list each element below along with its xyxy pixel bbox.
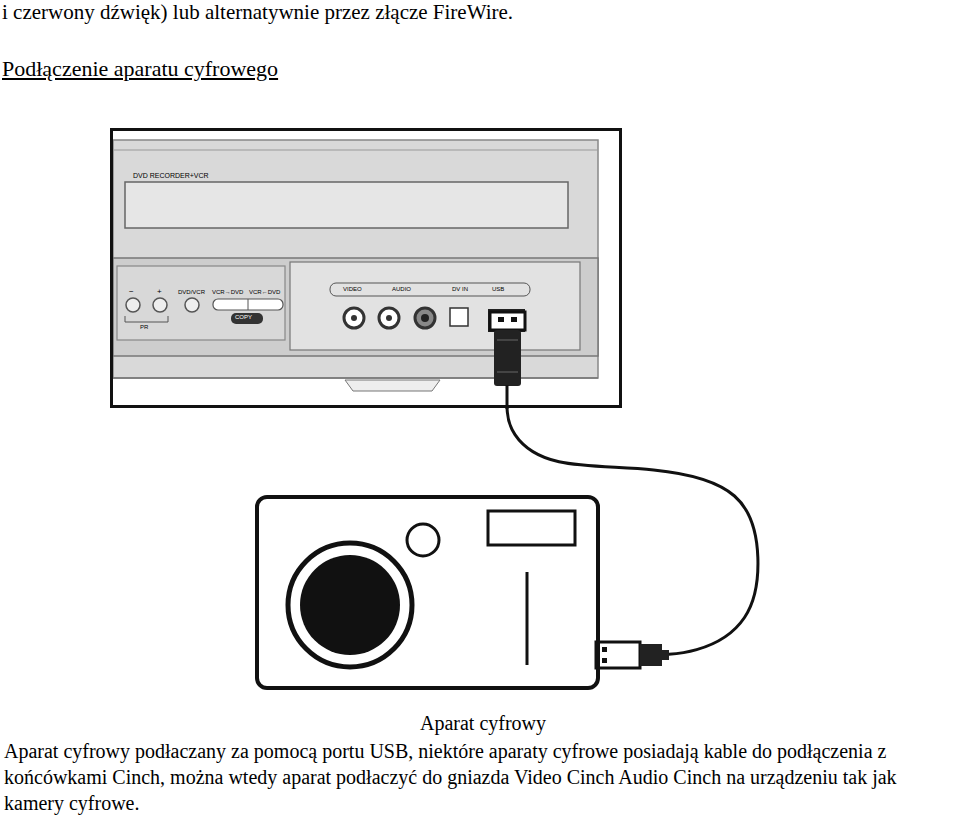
device-label: DVD RECORDER+VCR (133, 172, 209, 179)
button-label: + (157, 287, 162, 296)
button-label: COPY (235, 314, 252, 321)
camera-caption: Aparat cyfrowy (420, 712, 546, 735)
jack-label: DV IN (452, 286, 468, 293)
section-heading: Podłączenie aparatu cyfrowego (2, 56, 278, 82)
body-text: Aparat cyfrowy podłaczany za pomocą port… (4, 738, 956, 816)
button-label: − (129, 287, 134, 296)
button-label: VCR←DVD (249, 289, 280, 296)
button-label: PR (140, 324, 148, 331)
jack-label: AUDIO (392, 286, 411, 293)
jack-label: USB (492, 286, 504, 293)
button-label: DVD/VCR (178, 289, 205, 296)
recorder-device: DVD RECORDER+VCR (110, 128, 622, 408)
camera-body: Aparat cyfrowy (255, 495, 600, 690)
jack-label: VIDEO (343, 286, 362, 293)
button-label: VCR→DVD (212, 289, 243, 296)
body-text: i czerwony dźwięk) lub alternatywnie prz… (2, 0, 513, 24)
